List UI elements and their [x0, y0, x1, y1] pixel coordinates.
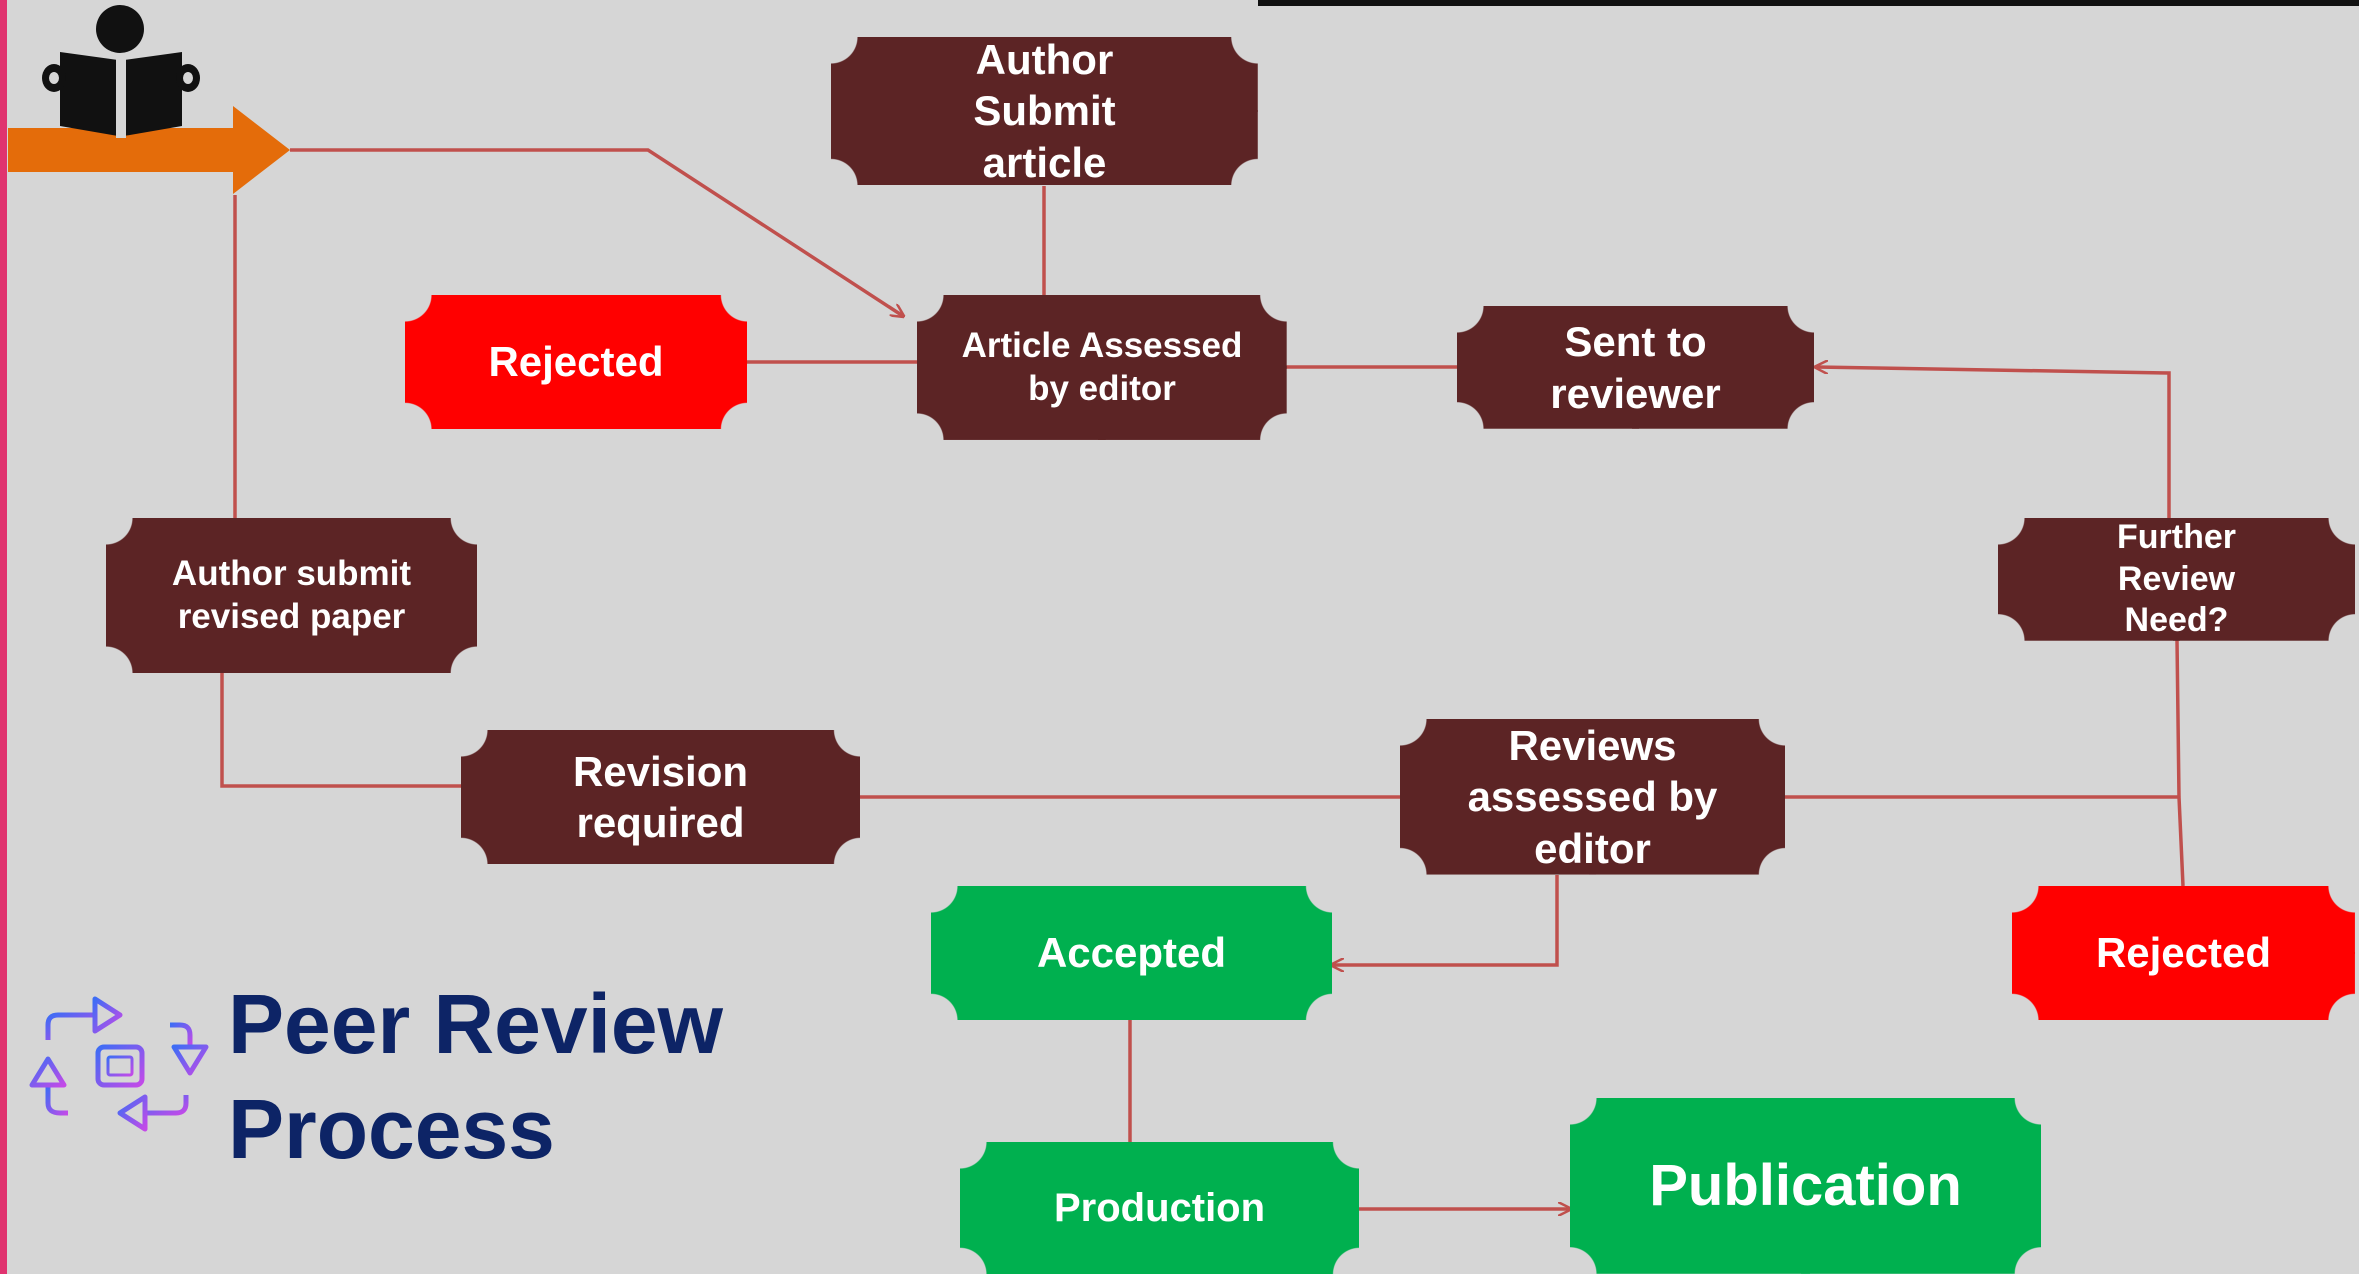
- publication-box: Publication: [1570, 1098, 2041, 1274]
- rejected-after-review-box: Rejected: [2012, 886, 2355, 1020]
- title-line-1: Peer Review: [228, 977, 723, 1071]
- process-cycle-icon: [29, 996, 209, 1132]
- page-title: Peer Review Process: [228, 972, 723, 1182]
- reviews-assessed-by-editor-box: Reviews assessed by editor: [1400, 719, 1785, 875]
- connector-start-to-assessed: [290, 148, 903, 316]
- accepted-box: Accepted: [931, 886, 1332, 1020]
- top-border-line: [1258, 0, 2359, 6]
- production-box: Production: [960, 1142, 1359, 1274]
- title-line-2: Process: [228, 1082, 555, 1176]
- article-assessed-by-editor-box: Article Assessed by editor: [917, 295, 1287, 440]
- author-submit-revised-paper-box: Author submit revised paper: [106, 518, 477, 673]
- rejected-by-editor-box: Rejected: [405, 295, 747, 429]
- revision-required-box: Revision required: [461, 730, 860, 864]
- sent-to-reviewer-box: Sent to reviewer: [1457, 306, 1814, 429]
- connector-reviews-to-accepted: [1332, 875, 1559, 965]
- person-reading-icon: [42, 5, 200, 138]
- author-submit-article-box: Author Submit article: [831, 36, 1258, 186]
- connector-further-to-rejected: [2175, 639, 2185, 887]
- connector-further-to-sent: [1816, 367, 2171, 518]
- connector-revised-to-revision: [220, 672, 463, 788]
- further-review-need-box: Further Review Need?: [1998, 518, 2355, 641]
- left-accent-stripe: [0, 0, 7, 1274]
